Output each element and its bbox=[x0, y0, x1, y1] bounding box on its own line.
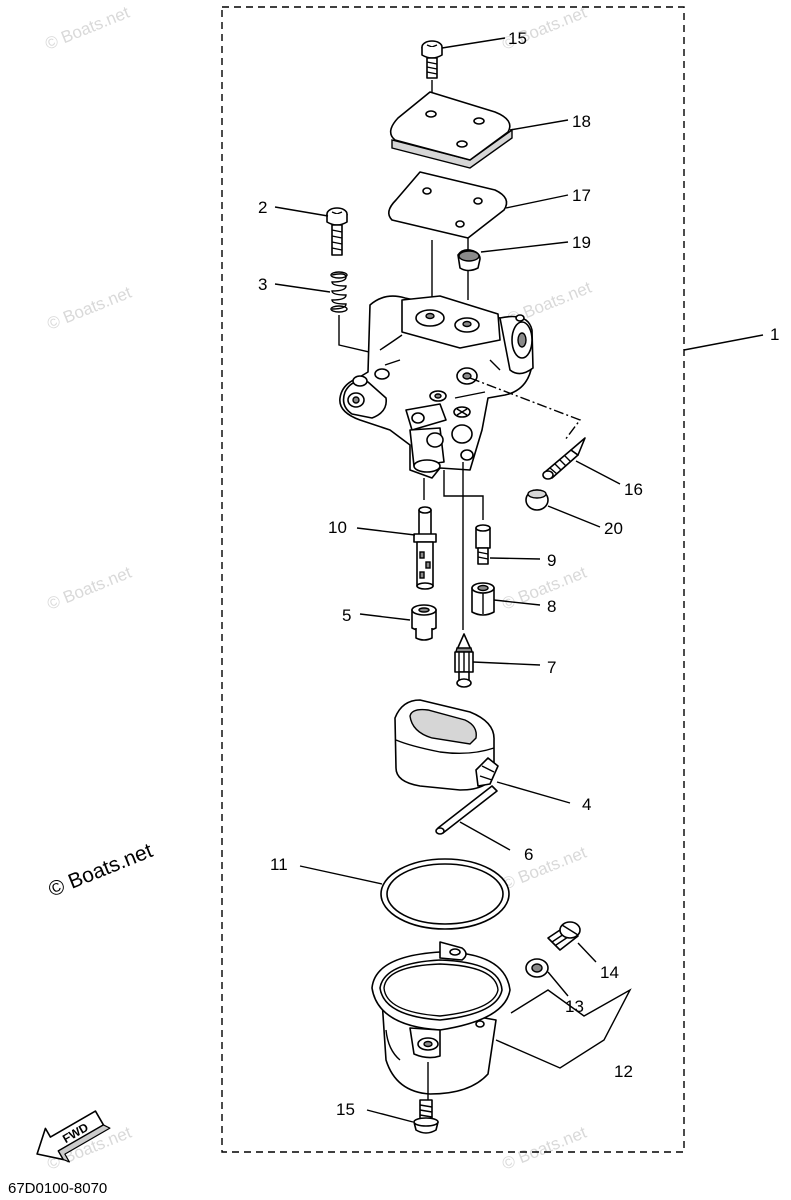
part-15-screw-bottom bbox=[413, 1099, 439, 1134]
callout-leaders bbox=[274, 37, 632, 1123]
callout-8: 8 bbox=[547, 597, 556, 616]
callout-10: 10 bbox=[328, 518, 347, 537]
watermarks: © Boats.net © Boats.net © Boats.net © Bo… bbox=[42, 3, 594, 1174]
assembly-boundary bbox=[221, 6, 685, 1153]
callout-1: 1 bbox=[770, 325, 779, 344]
fwd-arrow-icon: FWD bbox=[36, 1110, 111, 1163]
part-17-gasket bbox=[388, 171, 508, 239]
callout-numbers: 1 2 3 4 5 6 7 8 9 10 11 12 13 14 15 15 1… bbox=[258, 29, 779, 1119]
callout-6: 6 bbox=[524, 845, 533, 864]
watermark: © Boats.net bbox=[499, 843, 589, 894]
part-code: 67D0100-8070 bbox=[8, 1180, 107, 1197]
leader-line bbox=[683, 334, 764, 351]
part-19-plug bbox=[457, 249, 481, 272]
part-18-cover bbox=[389, 91, 513, 169]
callout-4: 4 bbox=[582, 795, 591, 814]
callout-5: 5 bbox=[342, 606, 351, 625]
callout-11: 11 bbox=[270, 855, 288, 874]
callout-16: 16 bbox=[624, 480, 643, 499]
watermark: © Boats.net bbox=[44, 283, 134, 334]
part-20-cap bbox=[525, 489, 549, 511]
callout-3: 3 bbox=[258, 275, 267, 294]
callout-17: 17 bbox=[572, 186, 591, 205]
callout-2: 2 bbox=[258, 198, 267, 217]
part-13-washer bbox=[525, 958, 549, 978]
part-3-spring bbox=[330, 271, 348, 313]
part-6-pin bbox=[435, 785, 498, 835]
part-10-main-nozzle bbox=[413, 506, 437, 590]
callout-14: 14 bbox=[600, 963, 619, 982]
callout-7: 7 bbox=[547, 658, 556, 677]
callout-13: 13 bbox=[565, 997, 584, 1016]
part-11-o-ring bbox=[380, 858, 510, 930]
watermark: © Boats.net bbox=[44, 563, 134, 614]
part-5-main-jet bbox=[411, 604, 437, 641]
watermark: © Boats.net bbox=[499, 563, 589, 614]
part-14-drain-screw bbox=[547, 921, 581, 951]
part-9-pilot-jet bbox=[475, 524, 491, 565]
part-8-needle-seat bbox=[471, 582, 495, 616]
callout-12: 12 bbox=[614, 1062, 633, 1081]
part-2-screw bbox=[326, 207, 348, 256]
part-7-needle-valve bbox=[454, 633, 474, 688]
callout-20: 20 bbox=[604, 519, 623, 538]
callout-18: 18 bbox=[572, 112, 591, 131]
part-4-float bbox=[394, 699, 499, 791]
callout-15-bottom: 15 bbox=[336, 1100, 355, 1119]
callout-15-top: 15 bbox=[508, 29, 527, 48]
watermark: © Boats.net bbox=[499, 1123, 589, 1174]
part-12-float-chamber bbox=[371, 941, 511, 1095]
watermark-main: © Boats.net bbox=[45, 839, 156, 902]
callout-9: 9 bbox=[547, 551, 556, 570]
carburetor-body bbox=[339, 295, 534, 479]
callout-19: 19 bbox=[572, 233, 591, 252]
leader-line bbox=[469, 377, 582, 441]
watermark: © Boats.net bbox=[42, 3, 132, 54]
part-15-screw-top bbox=[421, 40, 443, 79]
part-16-needle bbox=[542, 437, 586, 480]
